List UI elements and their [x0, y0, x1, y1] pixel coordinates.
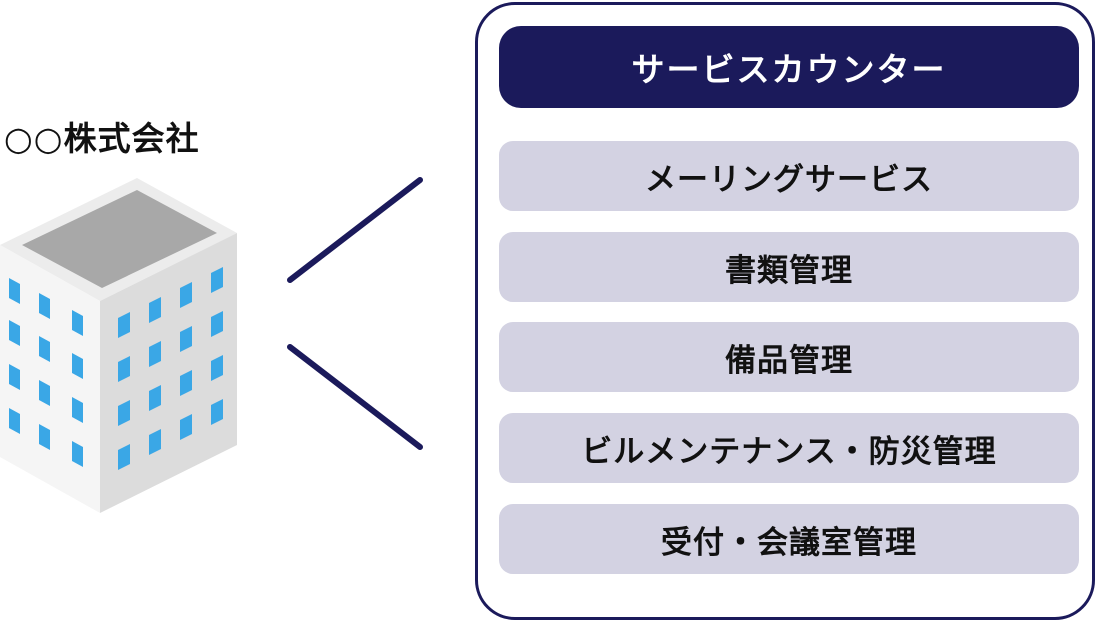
right-windows [118, 267, 223, 470]
service-item-reception-meeting-room: 受付・会議室管理 [499, 504, 1079, 574]
connector-line-lower [287, 344, 423, 450]
company-name: ○○株式会社 [4, 119, 200, 158]
service-counter-header: サービスカウンター [499, 26, 1079, 108]
connector-lines [287, 177, 423, 450]
service-item-mailing: メーリングサービス [499, 141, 1079, 211]
service-counter-panel: サービスカウンター メーリングサービス 書類管理 備品管理 ビルメンテナンス・防… [475, 2, 1095, 620]
building-right-face [100, 233, 237, 513]
service-item-equipment-management: 備品管理 [499, 322, 1079, 392]
connector-line-upper [287, 177, 423, 283]
office-building-icon [0, 178, 237, 513]
building-roof-inner [22, 190, 217, 288]
left-windows [9, 278, 83, 467]
service-item-building-maintenance: ビルメンテナンス・防災管理 [499, 413, 1079, 483]
service-item-document-management: 書類管理 [499, 232, 1079, 302]
